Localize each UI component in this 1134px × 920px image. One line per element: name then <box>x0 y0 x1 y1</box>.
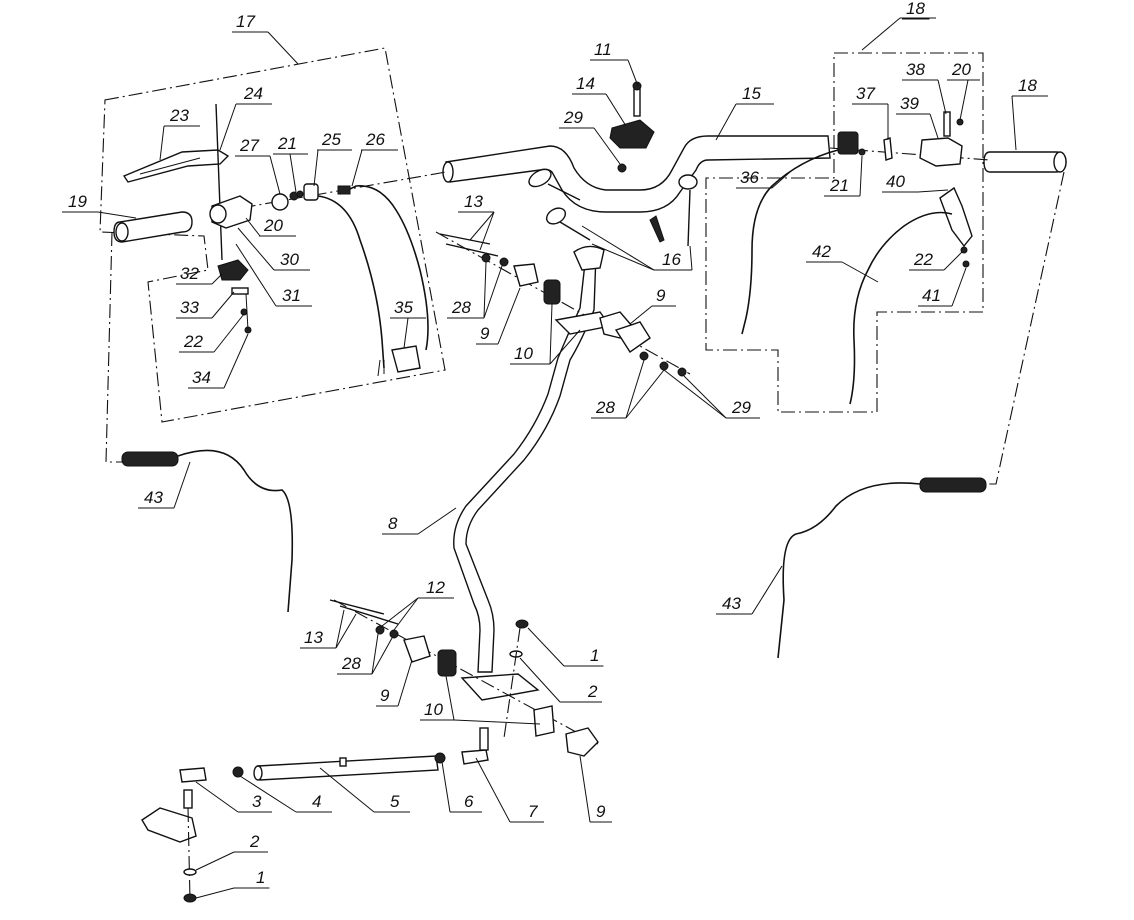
left-grip <box>113 211 193 243</box>
callout-18-right: 18 <box>1018 76 1037 95</box>
callout-38: 38 <box>906 60 925 79</box>
callout-3: 3 <box>252 792 262 811</box>
callout-16: 16 <box>662 250 681 269</box>
callout-11: 11 <box>594 40 612 59</box>
callout-18-top: 18 <box>906 0 925 18</box>
callout-20-right: 20 <box>951 60 971 79</box>
callout-9-lower-left: 9 <box>380 686 390 705</box>
callout-2-lower-right: 2 <box>587 682 598 701</box>
callout-15: 15 <box>742 84 761 103</box>
handlebar-clamp <box>609 81 655 173</box>
callout-10-lower: 10 <box>424 700 443 719</box>
callout-26: 26 <box>365 130 385 149</box>
callout-4: 4 <box>312 792 321 811</box>
callout-labels: 17 18 11 14 15 29 24 23 27 21 25 26 19 2… <box>64 0 1042 889</box>
upper-stem-bracket <box>435 231 691 377</box>
callout-8: 8 <box>388 514 398 533</box>
callout-1-lower-right: 1 <box>590 646 599 665</box>
callout-42: 42 <box>812 242 831 261</box>
assembly-18-boundary <box>705 52 984 413</box>
cotter-pins <box>528 168 698 247</box>
callout-37: 37 <box>856 84 875 103</box>
left-switch-wiring <box>317 185 429 377</box>
callout-13-lower: 13 <box>304 628 323 647</box>
steering-stem <box>453 245 605 701</box>
callout-23: 23 <box>169 106 189 125</box>
callout-33: 33 <box>180 298 199 317</box>
callout-24: 24 <box>243 84 263 103</box>
callout-12: 12 <box>426 578 445 597</box>
callout-27: 27 <box>239 136 259 155</box>
callout-34: 34 <box>192 368 211 387</box>
callout-43-left: 43 <box>144 488 163 507</box>
right-lever-assembly <box>837 111 973 268</box>
callout-25: 25 <box>321 130 341 149</box>
callout-29-upper-right: 29 <box>731 398 751 417</box>
callout-17: 17 <box>236 12 255 31</box>
callout-21-left: 21 <box>277 134 297 153</box>
callout-10-upper: 10 <box>514 344 533 363</box>
lower-stem-bracket <box>329 599 599 757</box>
callout-32: 32 <box>180 264 199 283</box>
handlebar-tube <box>442 135 831 213</box>
callout-6: 6 <box>464 792 474 811</box>
callout-41: 41 <box>922 286 941 305</box>
callout-7: 7 <box>528 802 538 821</box>
callout-2-bottom: 2 <box>249 832 260 851</box>
callout-40: 40 <box>886 172 905 191</box>
callout-28-lower: 28 <box>341 654 361 673</box>
callout-28-upper-left: 28 <box>451 298 471 317</box>
callout-39: 39 <box>900 94 919 113</box>
callout-35: 35 <box>394 298 413 317</box>
callout-30: 30 <box>280 250 299 269</box>
callout-22-right: 22 <box>913 250 933 269</box>
callout-5: 5 <box>390 792 400 811</box>
callout-14: 14 <box>576 74 595 93</box>
callout-36: 36 <box>740 168 759 187</box>
callout-29-top: 29 <box>563 108 583 127</box>
control-cables <box>105 171 1065 659</box>
right-switch-wiring <box>741 149 953 405</box>
callout-9-upper-right: 9 <box>656 286 666 305</box>
callout-22-left: 22 <box>183 332 203 351</box>
callout-19: 19 <box>68 192 87 211</box>
left-lever-assembly <box>122 103 319 334</box>
right-grip <box>983 151 1067 173</box>
callout-13-upper: 13 <box>464 192 483 211</box>
callout-31: 31 <box>282 286 301 305</box>
callout-43-right: 43 <box>722 594 741 613</box>
callout-9-lower-right: 9 <box>596 802 606 821</box>
callout-20-left: 20 <box>263 216 283 235</box>
callout-28-upper-right: 28 <box>595 398 615 417</box>
tie-rod-assembly <box>141 727 489 903</box>
callout-21-right: 21 <box>829 176 849 195</box>
callout-9-upper-left: 9 <box>480 324 490 343</box>
callout-1-bottom: 1 <box>256 868 265 887</box>
